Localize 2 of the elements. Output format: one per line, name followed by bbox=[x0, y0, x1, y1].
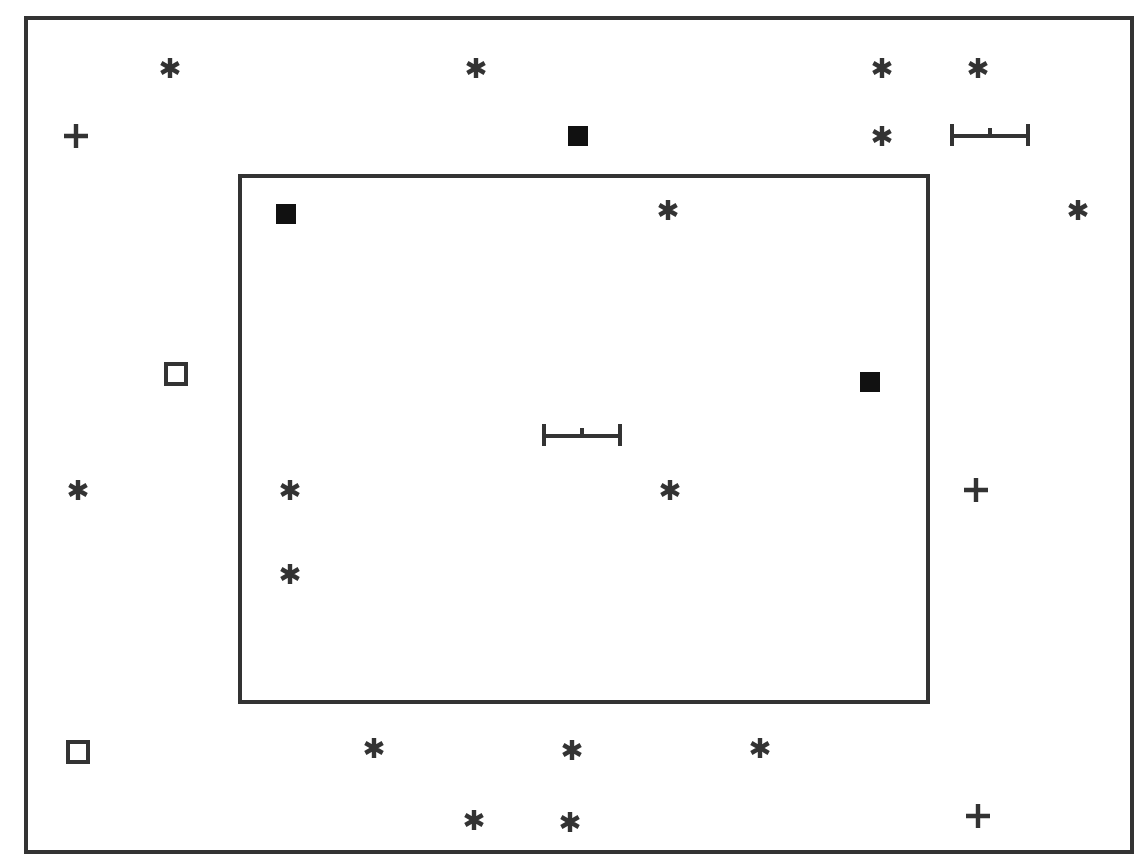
frame-box bbox=[238, 174, 930, 704]
frame-box bbox=[24, 16, 1134, 854]
